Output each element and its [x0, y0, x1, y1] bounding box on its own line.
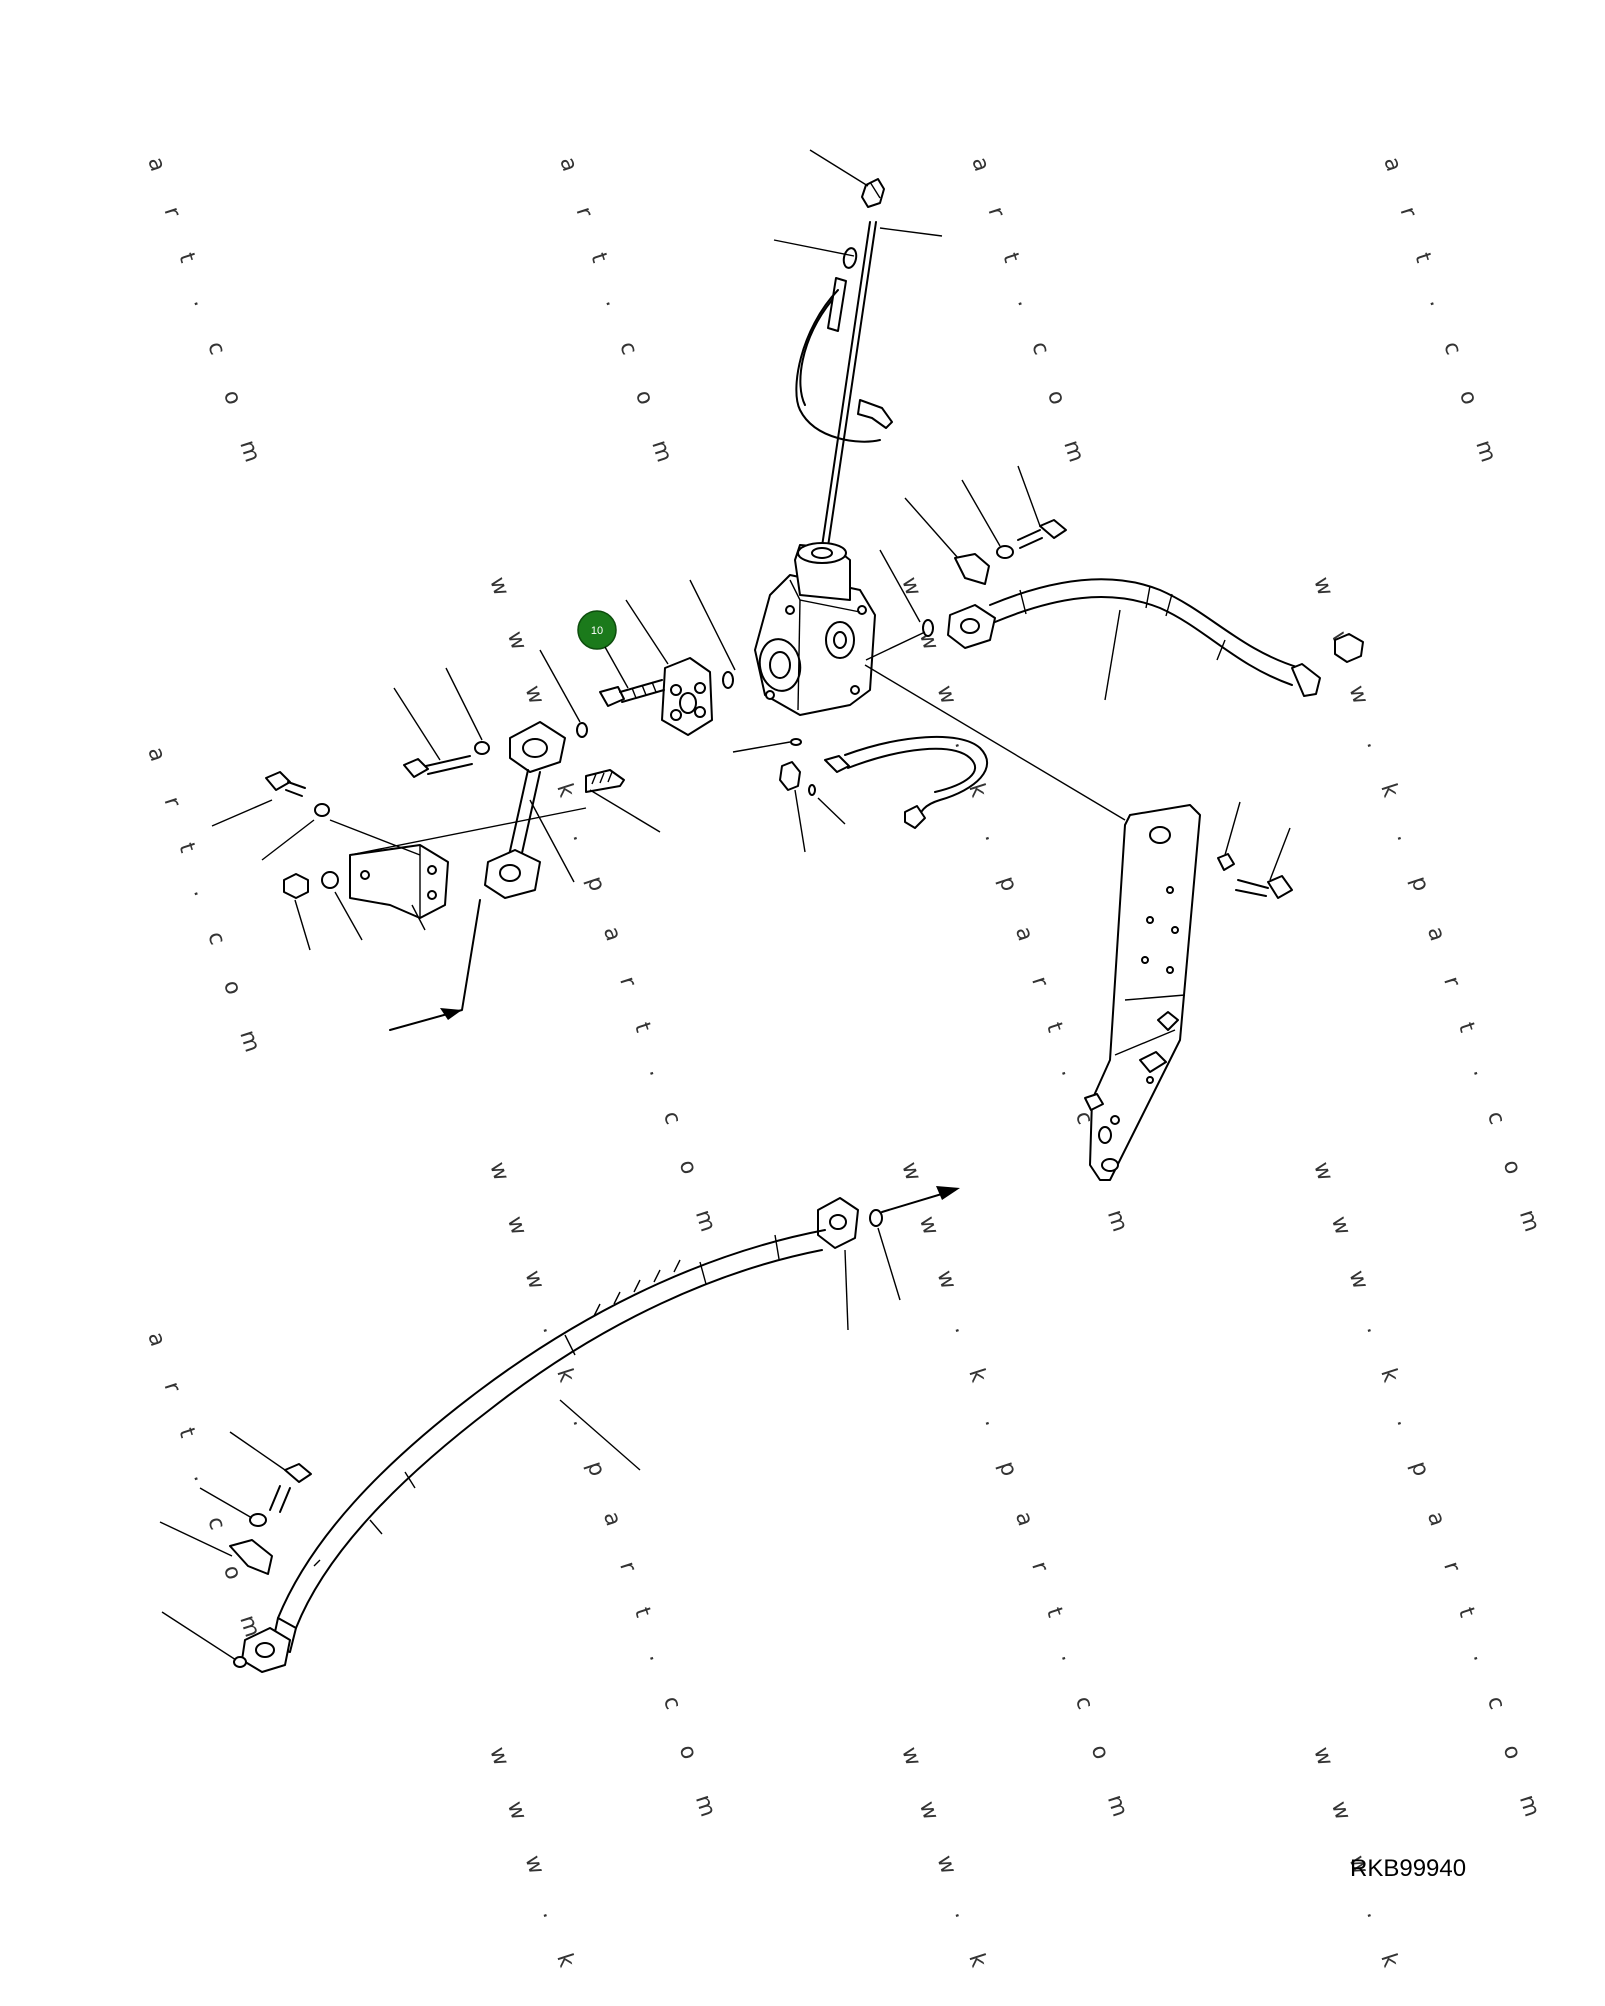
rod-end-joint	[842, 247, 858, 269]
adapter-fitting	[824, 755, 850, 773]
watermark-text: w w w . k . p a r t . c o m	[1308, 1159, 1549, 1835]
valve-support-bracket	[864, 664, 1293, 1181]
watermark-text: w w w . k . p a r t . c o m	[484, 1159, 725, 1835]
pilot-hose	[844, 735, 988, 826]
watermark-text: w w w . k . p a r t . c o m	[1308, 574, 1549, 1250]
hex-bolt	[1039, 519, 1067, 539]
washer	[314, 803, 330, 817]
hex-bolt	[284, 1463, 312, 1483]
hex-bolt	[403, 758, 429, 778]
hex-bolt	[265, 771, 291, 791]
hex-nut	[283, 873, 309, 899]
washer	[474, 741, 490, 755]
o-ring	[808, 784, 816, 796]
washer	[321, 871, 339, 889]
watermark-text: a r t . c o m	[142, 154, 269, 480]
hydraulic-hose	[989, 578, 1301, 669]
mount-bracket-assembly	[211, 771, 587, 951]
left-flange-assembly	[393, 599, 713, 899]
washer	[1217, 853, 1235, 871]
callout-10[interactable]: 10	[577, 610, 629, 689]
hose-clamp	[229, 1539, 273, 1575]
callout-label: 10	[591, 625, 603, 637]
washer	[996, 545, 1014, 559]
elbow-fitting	[861, 178, 885, 208]
adapter-fitting	[1334, 633, 1364, 663]
o-ring	[922, 619, 934, 637]
control-valve	[689, 542, 934, 753]
upper-hose-assembly	[904, 465, 1364, 701]
control-cable-assembly	[773, 149, 943, 561]
o-ring	[233, 1656, 247, 1668]
adapter-fitting	[779, 761, 801, 791]
stud-bolt	[585, 769, 625, 793]
drawing-code: RKB99940	[1350, 1855, 1466, 1882]
watermark-text: w w w . k . p a r t . c o m	[896, 1159, 1137, 1835]
control-rod	[819, 221, 871, 561]
socket-head-bolt	[599, 686, 625, 707]
mount-bracket	[349, 844, 449, 919]
cable-loop	[795, 289, 881, 443]
rigid-tube	[507, 769, 529, 861]
washer	[249, 1513, 267, 1527]
pilot-hose-assembly	[779, 735, 988, 853]
support-plate	[1089, 804, 1201, 1181]
hydraulic-hose	[277, 1229, 826, 1619]
o-ring	[722, 671, 734, 689]
watermark-text: a r t . c o m	[142, 1329, 269, 1655]
watermark-text: a r t . c o m	[1378, 154, 1505, 480]
lower-hose-assembly	[159, 1197, 901, 1673]
watermark-text: a r t . c o m	[142, 744, 269, 1070]
watermark-text: w w w . k	[484, 1744, 584, 1985]
watermark-text: w w w . k	[896, 1744, 996, 1985]
cable-clamp	[857, 399, 893, 429]
o-ring	[576, 722, 588, 738]
flow-arrow	[881, 1186, 960, 1213]
o-ring	[869, 1209, 883, 1227]
hose-clamp	[954, 553, 990, 585]
flow-arrow	[389, 899, 481, 1031]
hex-bolt	[1267, 875, 1293, 899]
watermark-text: a r t . c o m	[966, 154, 1093, 480]
callout-badge[interactable]	[577, 610, 617, 650]
o-ring	[790, 738, 802, 746]
watermark-text: a r t . c o m	[554, 154, 681, 480]
